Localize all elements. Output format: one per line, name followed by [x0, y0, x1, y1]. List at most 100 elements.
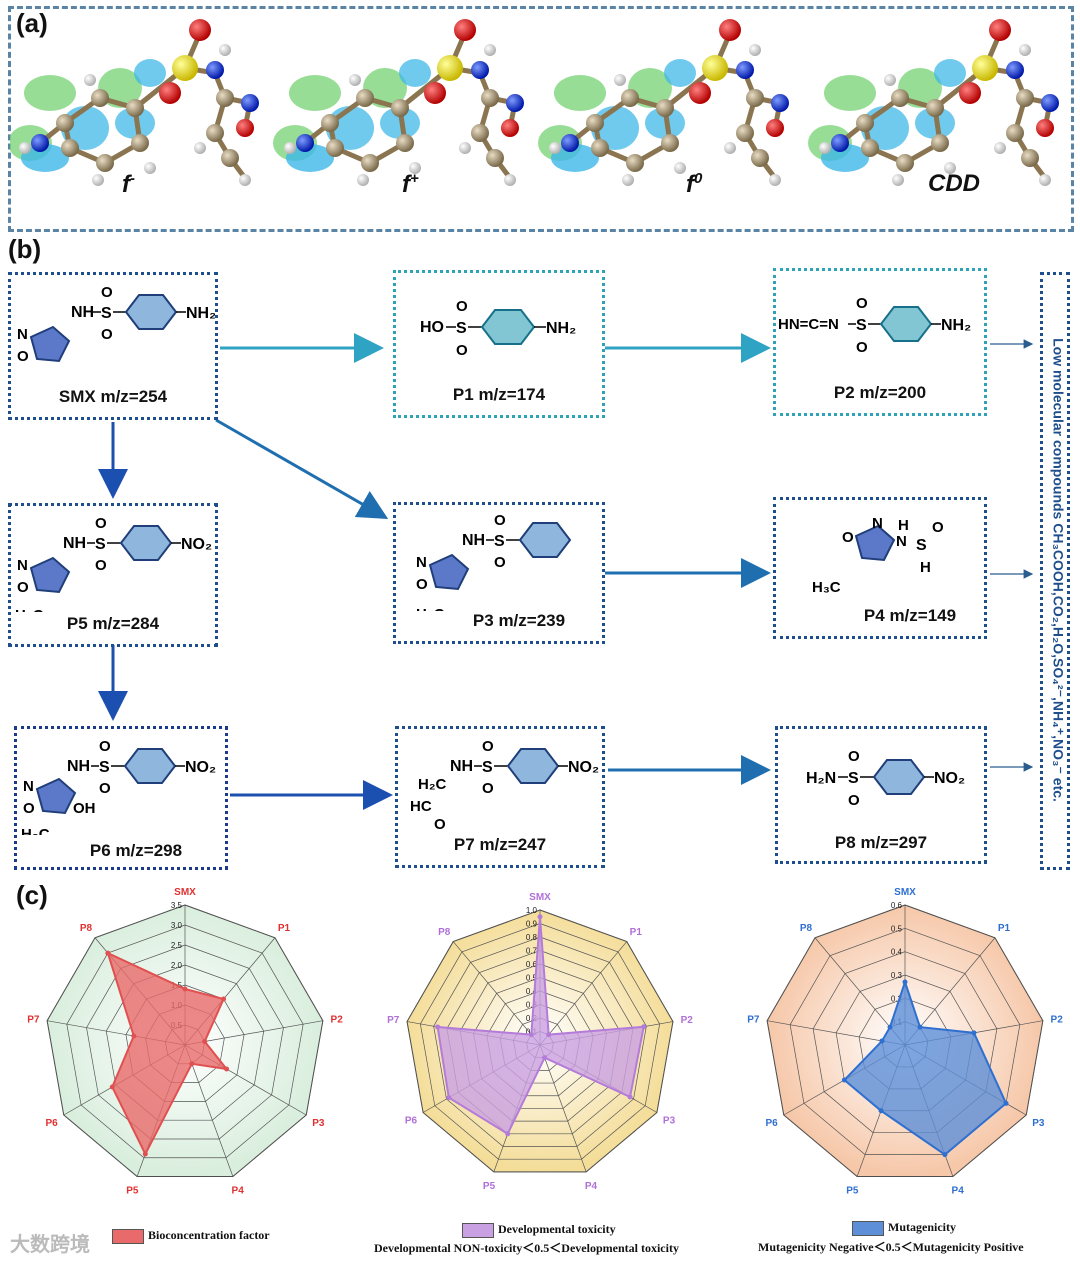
svg-text:O: O	[416, 576, 428, 593]
radar-axis-label: P4	[585, 1181, 598, 1192]
radar-axis-label: P5	[126, 1186, 139, 1197]
svg-text:H₃C: H₃C	[416, 606, 445, 611]
radar-axis-line	[184, 1044, 234, 1177]
svg-text:H₃C: H₃C	[21, 826, 50, 835]
svg-text:H₂N: H₂N	[806, 770, 836, 787]
radar-series-area	[842, 978, 1008, 1156]
svg-text:H₃C: H₃C	[15, 607, 44, 612]
svg-text:O: O	[848, 748, 860, 765]
radar-data-point	[627, 1094, 633, 1100]
svg-text:O: O	[23, 800, 35, 817]
svg-text:S: S	[95, 536, 106, 553]
radar-tick-label: 0.4	[891, 948, 903, 957]
radar-tick-label: 0.9	[526, 920, 538, 929]
fukui-label-f-zero: f0	[686, 170, 703, 198]
radar-axis-line	[184, 1020, 323, 1046]
radar-axis-label: P1	[278, 923, 291, 934]
pathway-arrows	[98, 333, 1034, 810]
radar-axis-label: P8	[80, 923, 93, 934]
label-p3: P3 m/z=239	[472, 611, 566, 630]
svg-text:N: N	[896, 533, 907, 550]
fukui-molecules	[10, 8, 1070, 230]
radar-data-point	[546, 1032, 552, 1038]
svg-text:NH: NH	[63, 535, 86, 552]
radar-axis-label: P6	[405, 1116, 418, 1127]
svg-text:O: O	[99, 780, 111, 797]
svg-text:S: S	[848, 770, 859, 787]
radar-gridline	[459, 963, 621, 1122]
radar-axis-label: SMX	[894, 887, 916, 898]
radar-axis-label: P4	[232, 1186, 245, 1197]
svg-text:O: O	[856, 339, 868, 356]
legend-label: Mutagenicity	[888, 1220, 956, 1234]
radar-tick-label: 2.5	[171, 941, 183, 950]
radar-tick-label: 0.2	[891, 994, 903, 1003]
svg-text:NH: NH	[67, 758, 90, 775]
compound-box-p8: H₂N S O O NO₂ P8 m/z=297	[775, 726, 987, 864]
svg-text:OH: OH	[73, 800, 96, 817]
radar-axis-label: P5	[846, 1186, 859, 1197]
svg-text:HO: HO	[420, 319, 444, 336]
svg-text:H₃C: H₃C	[15, 380, 44, 383]
radar-data-point	[641, 1024, 647, 1030]
structure-p5: NH S O O NO₂ N O H₃C	[15, 515, 212, 612]
svg-text:O: O	[842, 529, 854, 546]
radar-gridline	[433, 936, 647, 1147]
radar-axis-label: P8	[438, 927, 451, 938]
label-p8: P8 m/z=297	[834, 833, 928, 852]
radar-gridline	[513, 1017, 567, 1071]
structure-p7: NH S O O NO₂ H₂C HC O	[410, 738, 599, 829]
radar-data-point	[542, 1055, 548, 1061]
svg-text:NH₂: NH₂	[186, 305, 215, 322]
legend-swatch	[112, 1228, 144, 1244]
structure-p6: NH S O O NO₂ N O OH H₃C	[21, 738, 216, 835]
legend-mutagenicity: Mutagenicity	[852, 1220, 956, 1236]
radar-axis-label: SMX	[174, 887, 196, 898]
radar-chart-developmental: 0.10.20.30.40.50.60.70.80.91.0SMXP1P2P3P…	[387, 892, 693, 1192]
svg-text:S: S	[101, 305, 112, 322]
svg-text:H₂C: H₂C	[418, 776, 446, 793]
svg-text:NH: NH	[71, 304, 94, 321]
radar-gridline	[473, 977, 607, 1109]
svg-text:S: S	[916, 537, 927, 554]
svg-text:N: N	[23, 778, 34, 795]
radar-data-point	[189, 1061, 195, 1067]
radar-data-point	[182, 986, 188, 992]
radar-axis-line	[452, 941, 541, 1046]
svg-text:O: O	[856, 295, 868, 312]
radar-axis-label: P6	[46, 1118, 59, 1129]
radar-gridline	[499, 1004, 581, 1084]
fukui-label-cdd: CDD	[928, 170, 980, 197]
svg-text:S: S	[456, 320, 467, 337]
svg-text:O: O	[482, 738, 494, 755]
radar-data-point	[878, 1108, 884, 1114]
radar-axis-label: P7	[747, 1014, 760, 1025]
radar-data-point	[887, 1024, 893, 1030]
svg-text:O: O	[17, 579, 29, 596]
svg-text:O: O	[101, 326, 113, 343]
radar-gridline	[812, 951, 998, 1134]
label-p7: P7 m/z=247	[453, 835, 547, 854]
svg-text:O: O	[434, 816, 446, 829]
fukui-label-f-plus: f+	[402, 170, 419, 198]
legend-swatch	[852, 1220, 884, 1236]
radar-data-point	[902, 979, 908, 985]
radar-axis-label: P6	[766, 1118, 779, 1129]
radar-tick-label: 0.5	[526, 974, 538, 983]
watermark: 大数跨境	[10, 1234, 90, 1256]
radar-gridline	[86, 944, 284, 1140]
svg-text:NO₂: NO₂	[934, 770, 965, 787]
low-molecular-label: Low molecular compounds CH₃COOH,CO₂,H₂O,…	[1050, 338, 1067, 802]
radar-axis-label: P7	[27, 1014, 40, 1025]
label-p6: P6 m/z=298	[89, 841, 183, 860]
compound-box-p3: NH S O O N O H₃C P3 m/z=239	[393, 502, 605, 644]
legend-swatch	[462, 1222, 494, 1238]
radar-axis-label: SMX	[529, 892, 551, 903]
svg-text:O: O	[932, 519, 944, 536]
radar-series-area	[436, 916, 645, 1136]
radar-data-point	[109, 1084, 115, 1090]
radar-data-point	[105, 950, 111, 956]
svg-text:NO₂: NO₂	[181, 536, 212, 553]
svg-text:NH₂: NH₂	[546, 320, 576, 337]
